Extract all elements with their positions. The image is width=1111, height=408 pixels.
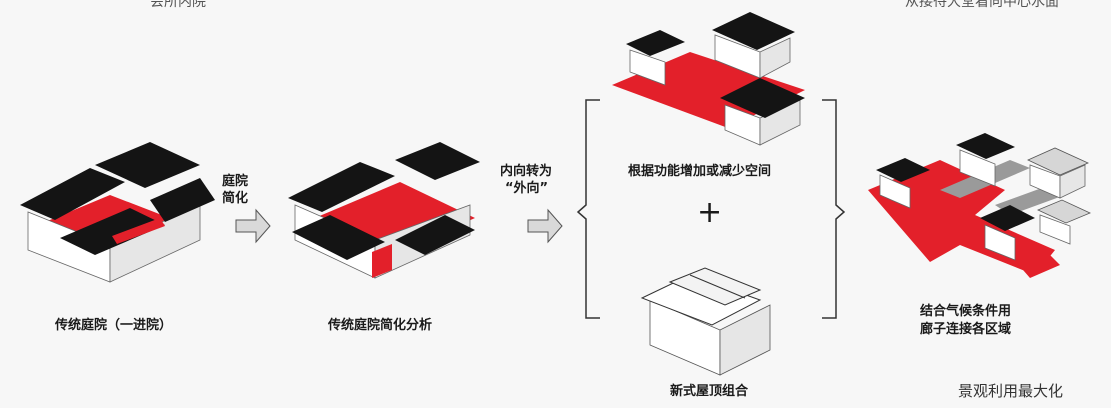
top-cut-caption-left: 会所内院 — [150, 0, 206, 10]
left-bracket — [576, 99, 600, 319]
label-adjust-space: 根据功能增加或减少空间 — [628, 164, 772, 179]
traditional-courtyard-model — [20, 142, 215, 283]
label-new-roof: 新式屋顶组合 — [670, 384, 749, 399]
label-climate-line1: 结合气候条件用 — [920, 304, 1012, 319]
roof-left — [20, 168, 125, 220]
right-bracket — [822, 99, 846, 319]
corridor-connected-model — [868, 133, 1091, 278]
roof-front-left-2 — [292, 215, 385, 260]
bottom-caption: 景观利用最大化 — [958, 382, 1064, 400]
label-simplified-analysis: 传统庭院简化分析 — [328, 318, 433, 333]
label-traditional-courtyard: 传统庭院（一进院） — [55, 318, 173, 333]
roof-left-2 — [288, 162, 395, 212]
arrow-simplify — [235, 208, 271, 244]
roof-front — [60, 208, 165, 255]
plus-sign: + — [697, 195, 723, 230]
functional-space-model — [612, 12, 805, 146]
roof-back-2 — [395, 142, 480, 180]
roof-front-right-2 — [395, 215, 475, 255]
label-inward-line2: “外向” — [505, 181, 549, 196]
label-inward-line1: 内向转为 — [500, 164, 553, 179]
arrow-inward-outward — [527, 208, 563, 244]
new-roof-model — [640, 267, 771, 376]
label-simplify-line2: 简化 — [222, 191, 249, 206]
roof-top — [95, 142, 200, 188]
top-cut-caption-right: 从接待大堂看向中心水面 — [905, 0, 1059, 10]
label-climate-line2: 廊子连接各区域 — [920, 322, 1012, 337]
label-simplify-line1: 庭院 — [222, 174, 249, 189]
simplified-courtyard-model — [288, 142, 480, 279]
roof-right — [150, 178, 215, 222]
